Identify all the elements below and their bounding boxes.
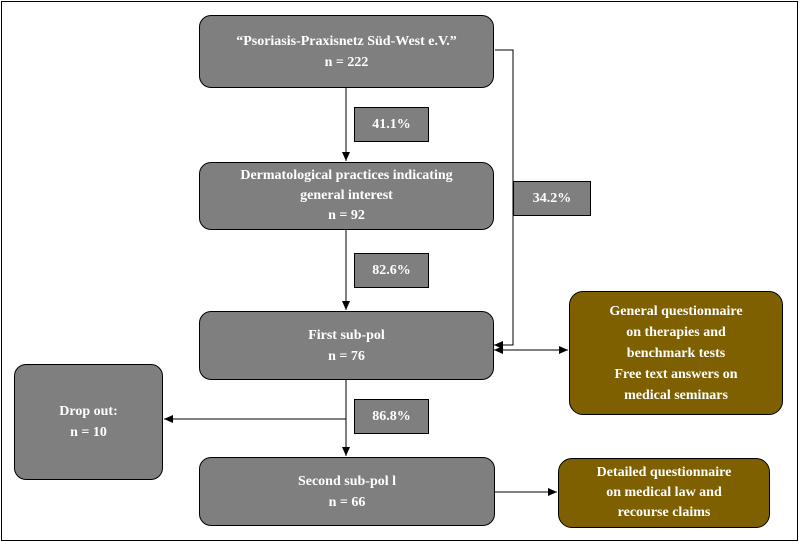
box-drop-out: Drop out: n = 10: [14, 364, 163, 480]
box-source-network: “Psoriasis-Praxisnetz Süd-West e.V.” n =…: [199, 15, 494, 88]
box-general-interest: Dermatological practices indicating gene…: [199, 162, 494, 230]
first-title: First sub-pol: [308, 327, 385, 343]
box-second-sub-pol: Second sub-pol l n = 66: [199, 457, 495, 526]
pct-label-direct-route: 34.2%: [513, 181, 591, 216]
detailed-q-line-3: recourse claims: [617, 505, 711, 520]
dropout-count: n = 10: [70, 425, 107, 440]
box-detailed-questionnaire: Detailed questionnaire on medical law an…: [558, 458, 770, 528]
arrow-source-to-first-direct: [494, 49, 514, 349]
interest-line2: general interest: [300, 188, 393, 203]
pct-label-first-to-second: 86.8%: [354, 399, 429, 434]
dropout-title: Drop out:: [59, 404, 118, 419]
general-q-line-2: on therapies and: [626, 324, 726, 340]
pct-label-interest-to-first: 82.6%: [354, 253, 429, 288]
general-q-line-3: benchmark tests: [626, 345, 726, 361]
second-count: n = 66: [328, 494, 366, 510]
detailed-q-line-2: on medical law and: [606, 485, 722, 500]
detailed-q-line-1: Detailed questionnaire: [596, 465, 732, 480]
pct-label-source-to-interest: 41.1%: [354, 107, 429, 142]
source-title: “Psoriasis-Praxisnetz Süd-West e.V.”: [236, 33, 457, 49]
second-title: Second sub-pol l: [297, 473, 397, 489]
box-general-questionnaire: General questionnaire on therapies and b…: [569, 291, 783, 415]
source-count: n = 222: [324, 54, 369, 70]
general-q-line-4: Free text answers on: [614, 366, 738, 382]
general-q-line-5: medical seminars: [624, 387, 728, 403]
box-first-sub-pol: First sub-pol n = 76: [199, 311, 494, 380]
interest-count: n = 92: [328, 208, 365, 223]
first-count: n = 76: [328, 348, 365, 364]
interest-line1: Dermatological practices indicating: [240, 168, 453, 183]
general-q-line-1: General questionnaire: [609, 303, 743, 319]
